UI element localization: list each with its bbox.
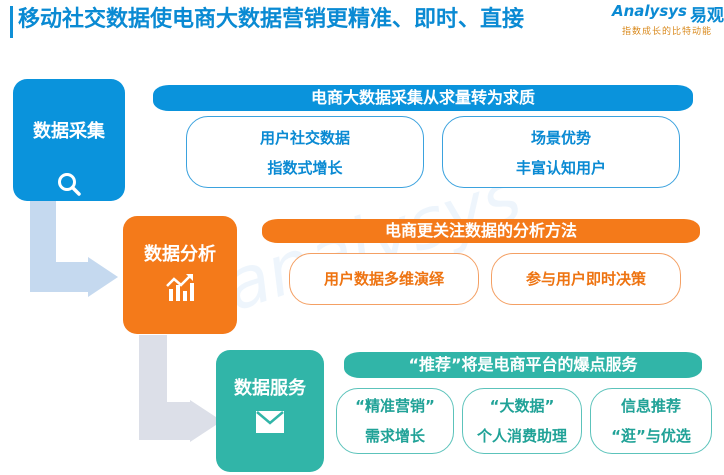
step-1-card-1: 用户社交数据 指数式增长 [186, 116, 424, 188]
step-3-card-1: “精准营销” 需求增长 [336, 388, 454, 454]
step-1-banner: 电商大数据采集从求量转为求质 [153, 85, 693, 111]
card-line: “逛”与优选 [611, 427, 691, 445]
step-2-card-2: 参与用户即时决策 [491, 253, 681, 305]
flow-arrow-2-horizontal [139, 402, 191, 440]
logo-brand-text: Analysys [612, 2, 687, 20]
page-title: 移动社交数据使电商大数据营销更精准、即时、直接 [18, 7, 525, 32]
search-icon [56, 171, 82, 201]
logo-tagline: 指数成长的比特动能 [622, 27, 713, 37]
flow-arrow-1-horizontal [30, 262, 88, 292]
title-accent-bar [10, 6, 13, 38]
logo-cn-text: 易观 [690, 6, 724, 26]
brand-logo: Analysys 易观 指数成长的比特动能 [612, 2, 724, 42]
card-line: 指数式增长 [267, 159, 343, 177]
envelope-icon [255, 410, 285, 438]
card-line: “大数据” [489, 397, 555, 415]
step-3-card-2: “大数据” 个人消费助理 [462, 388, 582, 454]
step-1-card-2: 场景优势 丰富认知用户 [442, 116, 680, 188]
step-3-card-3: 信息推荐 “逛”与优选 [590, 388, 712, 454]
card-line: 用户社交数据 [259, 129, 350, 147]
card-line: 个人消费助理 [476, 427, 567, 445]
card-line: “精准营销” [355, 397, 435, 415]
card-line: 参与用户即时决策 [525, 270, 646, 288]
step-data-analysis: 数据分析 [123, 216, 237, 334]
step-label: 数据服务 [234, 378, 306, 399]
step-2-card-1: 用户数据多维演绎 [289, 253, 479, 305]
step-data-collection: 数据采集 [13, 79, 125, 201]
step-3-banner: “推荐”将是电商平台的爆点服务 [344, 352, 702, 378]
growth-chart-icon [165, 272, 195, 306]
step-2-banner: 电商更关注数据的分析方法 [262, 219, 700, 243]
card-line: 信息推荐 [620, 397, 681, 415]
step-data-service: 数据服务 [216, 350, 324, 472]
step-label: 数据分析 [144, 244, 216, 265]
card-line: 用户数据多维演绎 [323, 270, 444, 288]
card-line: 场景优势 [530, 129, 591, 147]
card-line: 丰富认知用户 [515, 159, 606, 177]
flow-arrow-1-head-icon [88, 257, 118, 297]
step-label: 数据采集 [33, 121, 105, 142]
card-line: 需求增长 [364, 427, 425, 445]
